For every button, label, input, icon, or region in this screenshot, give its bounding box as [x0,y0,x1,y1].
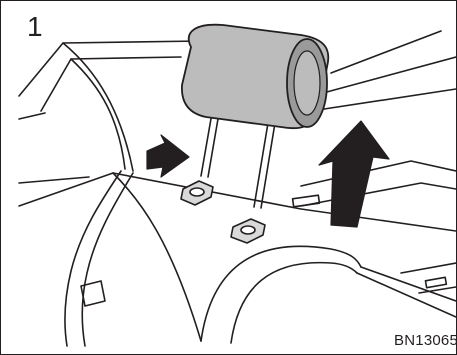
lower-trim-slot [425,277,446,287]
stay-guide-left [181,181,213,205]
headrest [182,25,328,129]
push-arrow [147,135,189,177]
shelf-line-rear [311,89,456,111]
window-pillar-inner [71,59,125,169]
lift-arrow [319,121,389,227]
shelf-panel [301,161,456,186]
shelf-panel-lower [301,183,456,206]
seatback-shoulder-inner [231,263,357,343]
window-frame-outer [19,41,201,96]
figure-code: BN13065 [394,333,457,348]
seat-belt-strap-inner [82,173,133,346]
seatback-front-edge [19,173,113,206]
step-number: 1 [27,13,43,41]
stay-guide-right [231,219,265,243]
seatback-top-edge [113,173,456,231]
shelf-slot [293,195,320,207]
lower-trim-1 [401,263,456,273]
seatback-left-top [19,177,89,183]
seat-belt-strap-outer [65,171,121,346]
seat-belt-buckle [81,281,105,306]
shelf-line-mid [323,57,456,93]
headrest-stay-right [254,123,268,207]
window-lower-edge [19,113,45,119]
headrest-stay-right-2 [261,123,275,208]
shelf-line-upper [331,31,441,73]
seatback-shoulder-outer [201,246,361,341]
